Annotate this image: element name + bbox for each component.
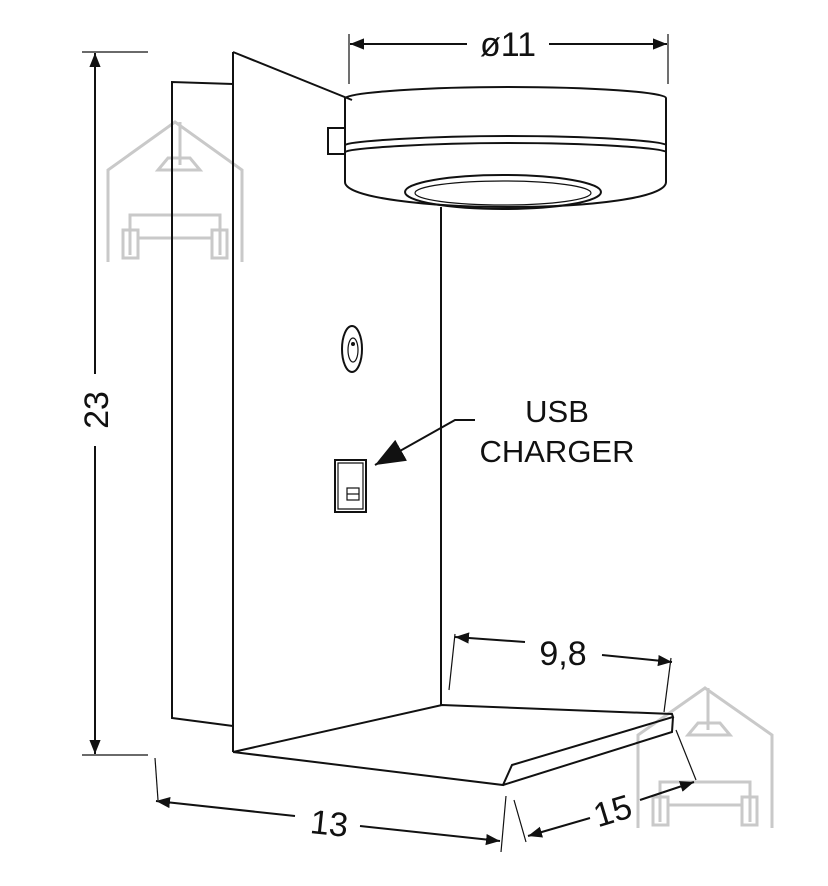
switch-icon — [341, 325, 363, 373]
dimension-shelf-depth — [448, 632, 673, 713]
lamp-head — [327, 85, 667, 210]
base-width-label: 13 — [308, 803, 350, 845]
base-shelf — [232, 703, 675, 787]
front-panel — [232, 51, 442, 752]
dimension-height — [82, 51, 148, 756]
usb-label-line2: CHARGER — [479, 434, 634, 469]
diameter-label: ø11 — [480, 26, 536, 64]
usb-label-line1: USB — [525, 394, 589, 429]
usb-port-icon — [334, 459, 367, 513]
dimension-base-width — [154, 757, 507, 853]
base-depth-label: 15 — [589, 788, 636, 835]
house-sofa-watermark-icon — [106, 120, 244, 262]
shelf-depth-label: 9,8 — [539, 635, 586, 673]
height-label: 23 — [78, 391, 116, 429]
dimension-base-depth — [513, 729, 697, 843]
dimension-diameter — [348, 34, 669, 84]
house-sofa-watermark-icon — [636, 686, 774, 828]
usb-callout — [374, 419, 475, 466]
back-plate — [171, 80, 234, 727]
